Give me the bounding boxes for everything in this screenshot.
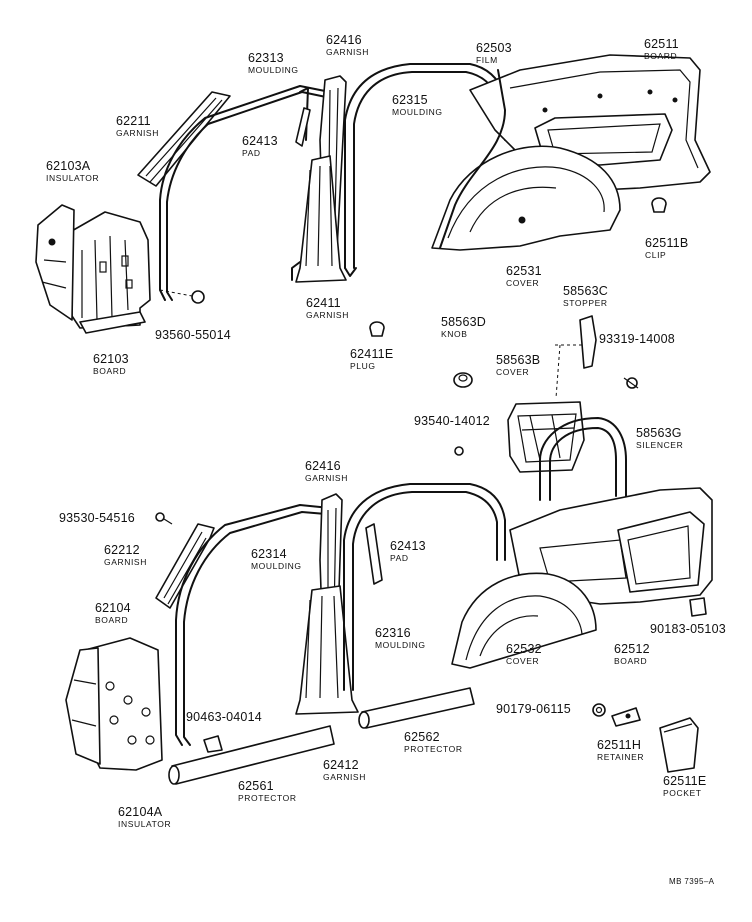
label-93319-14008: 93319-14008 <box>599 332 675 346</box>
part-62511E-pocket <box>659 717 699 773</box>
part-62314-moulding <box>175 504 331 746</box>
part-93560-55014-bolt <box>159 289 205 304</box>
label-93540-14012: 93540-14012 <box>414 414 490 428</box>
label-93560-55014: 93560-55014 <box>155 328 231 342</box>
part-62212-garnish <box>155 523 215 609</box>
part-62413-pad-upper <box>295 107 311 147</box>
part-62413-pad-lower <box>365 523 383 585</box>
part-58563G-silencer <box>539 417 627 501</box>
part-62103A-insulator <box>35 204 75 321</box>
part-62561-protector <box>168 725 335 785</box>
part-62531-cover-upper <box>431 145 621 251</box>
diagram-reference-code: MB 7395–A <box>669 877 715 886</box>
part-90183-05103-clip <box>689 597 707 617</box>
label-90179-06115: 90179-06115 <box>496 702 571 716</box>
part-62104A-insulator <box>65 647 101 765</box>
part-62511B-clip <box>651 197 667 213</box>
part-58563B-cover <box>507 401 585 473</box>
part-58563D-knob <box>453 372 473 388</box>
part-62562-protector <box>358 687 475 729</box>
part-93530-54516-screw <box>155 512 173 525</box>
part-58563C-stopper <box>555 315 597 399</box>
part-93540-14012-screw <box>454 446 464 456</box>
label-90183-05103: 90183-05103 <box>650 622 726 636</box>
part-62411E-plug <box>369 321 385 337</box>
part-62503-film <box>439 69 506 249</box>
label-90463-04014: 90463-04014 <box>186 710 262 724</box>
part-90179-06115-nut <box>592 703 606 717</box>
part-62511H-retainer <box>611 707 641 727</box>
part-93319-14008-screw <box>623 377 639 389</box>
part-62411-garnish <box>291 155 347 283</box>
label-93530-54516: 93530-54516 <box>59 511 135 525</box>
part-62532-cover-lower <box>451 572 597 669</box>
part-62103-board <box>69 211 151 334</box>
part-62412-garnish <box>295 585 359 715</box>
part-62316-moulding <box>343 483 506 691</box>
part-90463-04014-clip <box>203 735 223 753</box>
